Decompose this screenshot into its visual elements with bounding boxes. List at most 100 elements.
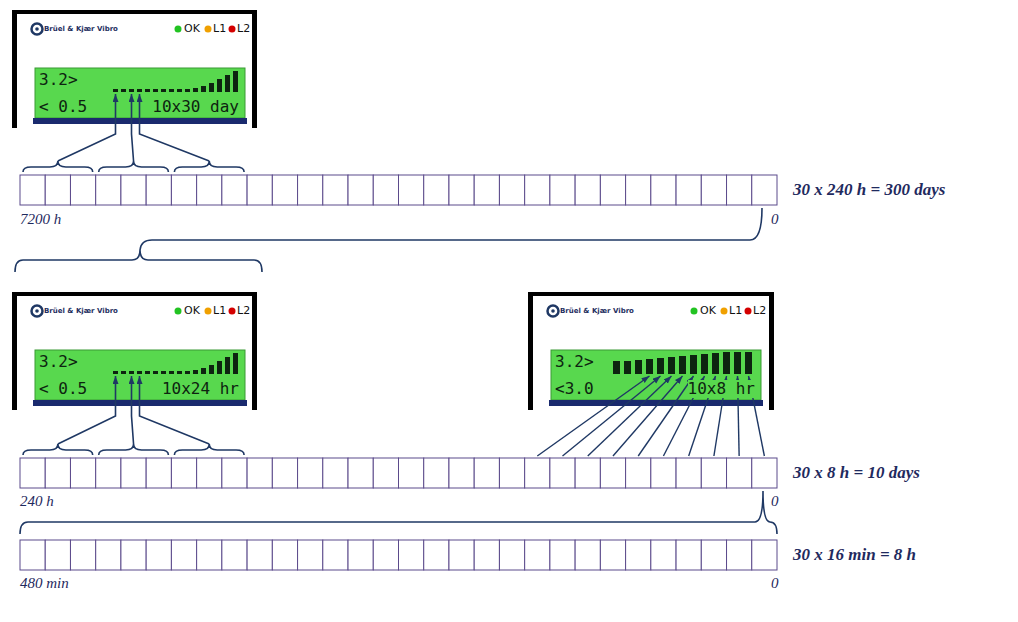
device-frames xyxy=(12,10,774,410)
trend-bar xyxy=(646,359,653,374)
buffer-cell xyxy=(727,458,752,488)
buffer-cell xyxy=(651,540,676,570)
leader-arrow xyxy=(132,376,134,444)
buffer-cell xyxy=(298,540,323,570)
buffer-cell xyxy=(70,540,95,570)
leader-arrow xyxy=(132,94,134,161)
buffer-cell xyxy=(424,458,449,488)
lcd-display: 3.2>< 0.510x30 day xyxy=(35,68,245,118)
zoom-link xyxy=(140,208,762,250)
buffer-cell xyxy=(45,175,70,205)
lcd-value: 3.2> xyxy=(39,71,78,89)
buffer-cell xyxy=(272,175,297,205)
trend-bar xyxy=(723,352,730,374)
trend-bar xyxy=(193,88,198,92)
buffer-cell xyxy=(373,458,398,488)
device-frame xyxy=(12,10,257,128)
status-label: L2 xyxy=(237,305,250,317)
buffer-cell xyxy=(752,175,777,205)
trend-bar xyxy=(233,71,238,92)
trend-bar xyxy=(657,358,664,374)
axis-label: 480 min xyxy=(20,574,69,592)
buffer-cell xyxy=(474,540,499,570)
trend-bar xyxy=(217,361,222,374)
time-strips xyxy=(20,175,777,570)
buffer-cell xyxy=(550,175,575,205)
leader-arrow xyxy=(537,376,649,456)
scale-description: 30 x 240 h = 300 days xyxy=(793,179,945,201)
frame-outer xyxy=(12,292,257,410)
buffer-cell xyxy=(20,458,45,488)
lcd-display: 3.2>< 0.510x24 hr xyxy=(35,350,245,400)
device-frame xyxy=(528,292,774,410)
scale-description: 30 x 16 min = 8 h xyxy=(793,544,916,566)
brand-name: Brüel & Kjær Vibro xyxy=(560,307,634,315)
buffer-cell xyxy=(727,175,752,205)
trend-bar xyxy=(161,371,166,374)
trend-bar xyxy=(137,89,142,92)
axis-label: 0 xyxy=(771,492,779,510)
lcd-timescale: 10x8 hr xyxy=(688,380,755,398)
status-label: OK xyxy=(184,23,200,35)
buffer-cell xyxy=(171,540,196,570)
trend-bar xyxy=(225,75,230,92)
buffer-strip xyxy=(20,458,777,488)
status-label: L2 xyxy=(753,305,766,317)
status-led xyxy=(175,308,182,315)
logo-ring xyxy=(548,306,559,317)
buffer-cell xyxy=(752,458,777,488)
buffer-cell xyxy=(96,540,121,570)
trend-bar xyxy=(201,368,206,374)
device-panel: Brüel & Kjær VibroOKL1L23.2>< 0.510x30 d… xyxy=(12,10,257,128)
trend-bar xyxy=(624,361,631,374)
brand-name: Brüel & Kjær Vibro xyxy=(44,307,118,315)
brand-name: Brüel & Kjær Vibro xyxy=(44,25,118,33)
trend-bar xyxy=(169,89,174,92)
buffer-cell xyxy=(197,175,222,205)
zoom-bracket xyxy=(15,250,262,272)
buffer-cell xyxy=(499,175,524,205)
buffer-cell xyxy=(600,175,625,205)
buffer-cell xyxy=(626,540,651,570)
lcd-range: <3.0 xyxy=(555,380,594,398)
brackets-and-arrows xyxy=(15,94,777,534)
buffer-cell xyxy=(20,175,45,205)
frame-inner xyxy=(533,296,769,410)
buffer-cell xyxy=(348,540,373,570)
status-label: OK xyxy=(184,305,200,317)
buffer-cell xyxy=(499,540,524,570)
buffer-cell xyxy=(499,458,524,488)
buffer-cell xyxy=(222,540,247,570)
buffer-cell xyxy=(348,175,373,205)
trend-bar xyxy=(668,357,675,374)
buffer-cell xyxy=(247,458,272,488)
buffer-cell xyxy=(651,458,676,488)
lcd-value: 3.2> xyxy=(39,353,78,371)
trend-bar xyxy=(153,371,158,374)
buffer-cell xyxy=(651,175,676,205)
group-bracket xyxy=(23,161,93,172)
trend-bar xyxy=(153,89,158,92)
group-bracket xyxy=(174,161,244,172)
trend-bar xyxy=(145,89,150,92)
buffer-cell xyxy=(272,540,297,570)
lcd-glass xyxy=(551,350,761,400)
leader-arrow xyxy=(613,376,683,456)
buffer-cell xyxy=(323,540,348,570)
logo-ring xyxy=(32,24,43,35)
buffer-cell xyxy=(424,540,449,570)
axis-label: 0 xyxy=(771,210,779,228)
group-bracket xyxy=(99,444,169,455)
lcd-display: 3.2><3.010x8 hr xyxy=(551,350,761,400)
status-label: L2 xyxy=(237,23,250,35)
status-led xyxy=(205,26,212,33)
buffer-cell xyxy=(121,540,146,570)
trend-bar xyxy=(161,89,166,92)
device-panel: Brüel & Kjær VibroOKL1L23.2>< 0.510x24 h… xyxy=(12,292,257,410)
trend-bar xyxy=(209,365,214,374)
axis-label: 240 h xyxy=(20,492,54,510)
frame-outer xyxy=(528,292,774,410)
buffer-cell xyxy=(525,540,550,570)
